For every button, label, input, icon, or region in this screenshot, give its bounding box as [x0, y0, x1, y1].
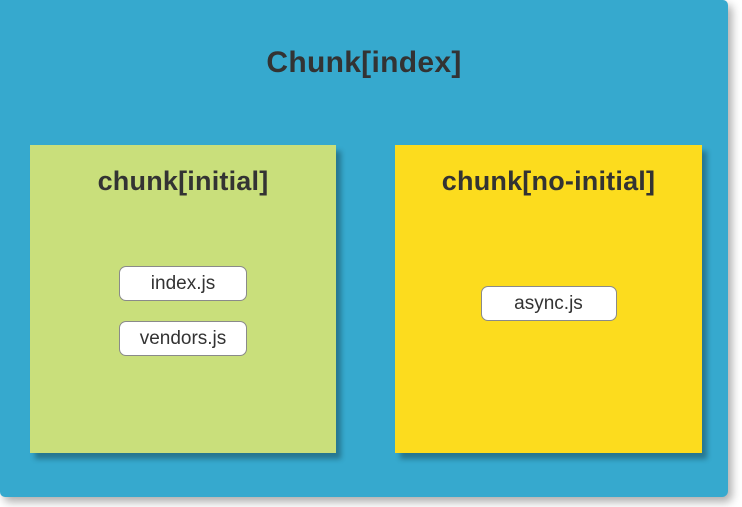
chunk-initial-files: index.js vendors.js	[119, 266, 247, 356]
file-label-async-js: async.js	[480, 286, 617, 321]
chunk-initial-box: chunk[initial] index.js vendors.js	[30, 145, 336, 453]
diagram-title: Chunk[index]	[266, 46, 462, 79]
chunk-index-container: Chunk[index] chunk[initial] index.js ven…	[0, 0, 728, 497]
chunk-no-initial-box: chunk[no-initial] async.js	[395, 145, 702, 453]
chunk-no-initial-files: async.js	[480, 286, 617, 321]
file-label-index-js: index.js	[119, 266, 247, 301]
file-label-vendors-js: vendors.js	[119, 321, 247, 356]
chunk-no-initial-label: chunk[no-initial]	[441, 166, 656, 196]
chunk-initial-label: chunk[initial]	[97, 166, 269, 196]
